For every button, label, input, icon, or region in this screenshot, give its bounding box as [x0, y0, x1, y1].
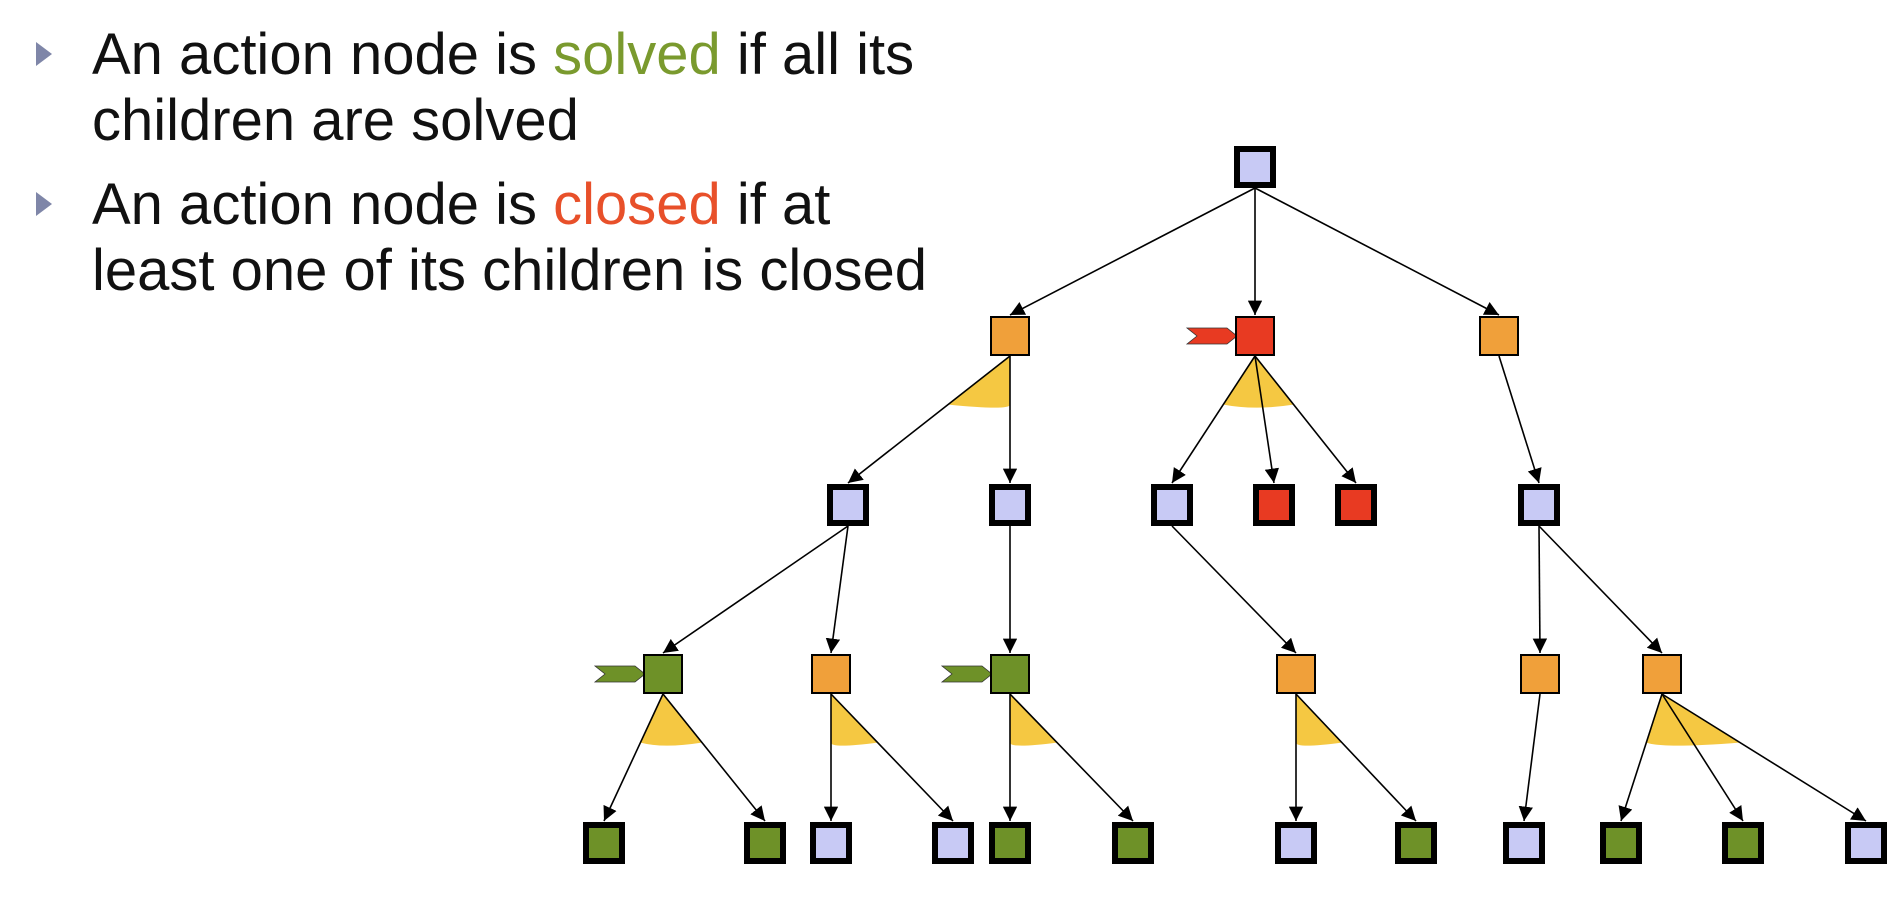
or-node-l9 [1503, 822, 1545, 864]
tree-edge [1661, 693, 1744, 822]
bullet-text: An action node is solved if all its chil… [92, 22, 956, 154]
and-wedge [640, 694, 702, 746]
or-node-root [1234, 146, 1276, 188]
bullet-list: An action node is solved if all its chil… [36, 22, 956, 322]
bullet-text-after: if all its children are solved [92, 22, 915, 153]
tree-edge [1538, 525, 1663, 654]
tree-edge [1171, 525, 1297, 654]
tree-edge [847, 355, 1011, 484]
tree-edge [1618, 693, 1663, 822]
or-node-l1 [583, 822, 625, 864]
or-node-l5 [989, 822, 1031, 864]
solved-flag-icon [593, 665, 646, 683]
tree-edges [603, 187, 1867, 822]
action-node-b6 [1642, 654, 1682, 694]
tree-edge [1518, 693, 1541, 822]
or-node-l10 [1600, 822, 1642, 864]
or-node-l6 [1112, 822, 1154, 864]
node-flags [593, 327, 1238, 683]
tree-edge [662, 693, 766, 822]
tree-edge [662, 525, 849, 654]
tree-edge [1498, 355, 1542, 484]
or-node-o4 [1253, 484, 1295, 526]
tree-edge [830, 693, 954, 822]
or-node-o3 [1151, 484, 1193, 526]
bullet-solved-rule: An action node is solved if all its chil… [36, 22, 956, 154]
highlight-solved: solved [553, 22, 721, 87]
bullet-closed-rule: An action node is closed if at least one… [36, 172, 956, 304]
and-wedges [640, 356, 1740, 746]
tree-edge [1295, 693, 1417, 822]
bullet-text: An action node is closed if at least one… [92, 172, 956, 304]
tree-edge [1009, 693, 1134, 822]
or-node-l7 [1275, 822, 1317, 864]
bullet-text-before: An action node is [92, 172, 554, 237]
or-node-o1 [827, 484, 869, 526]
action-node-b4 [1276, 654, 1316, 694]
tree-edge [1009, 187, 1256, 316]
tree-nodes [583, 146, 1887, 864]
solved-flag-icon [940, 665, 993, 683]
tree-edge [1171, 355, 1256, 484]
tree-edge [1254, 187, 1500, 316]
tree-edge [1532, 525, 1548, 654]
action-node-a2 [1235, 316, 1275, 356]
or-node-o6 [1518, 484, 1560, 526]
or-node-l12 [1845, 822, 1887, 864]
bullet-text-after: if at least one of its children is close… [92, 172, 927, 303]
or-node-l11 [1722, 822, 1764, 864]
or-node-o5 [1335, 484, 1377, 526]
or-node-o2 [989, 484, 1031, 526]
action-node-b1 [643, 654, 683, 694]
or-node-l2 [744, 822, 786, 864]
closed-flag-icon [1185, 327, 1238, 345]
bullet-triangle-icon [36, 42, 52, 66]
and-wedge [1646, 694, 1740, 746]
tree-edge [825, 525, 849, 654]
tree-edge [603, 693, 664, 822]
highlight-closed: closed [553, 172, 721, 237]
action-node-b2 [811, 654, 851, 694]
or-node-l8 [1395, 822, 1437, 864]
bullet-triangle-icon [36, 192, 52, 216]
or-node-l4 [932, 822, 974, 864]
bullet-text-before: An action node is [92, 22, 554, 87]
or-node-l3 [810, 822, 852, 864]
tree-edge [1254, 355, 1279, 484]
tree-edge [1254, 355, 1357, 484]
tree-edge [1661, 693, 1867, 822]
action-node-a1 [990, 316, 1030, 356]
action-node-b3 [990, 654, 1030, 694]
action-node-a3 [1479, 316, 1519, 356]
action-node-b5 [1520, 654, 1560, 694]
